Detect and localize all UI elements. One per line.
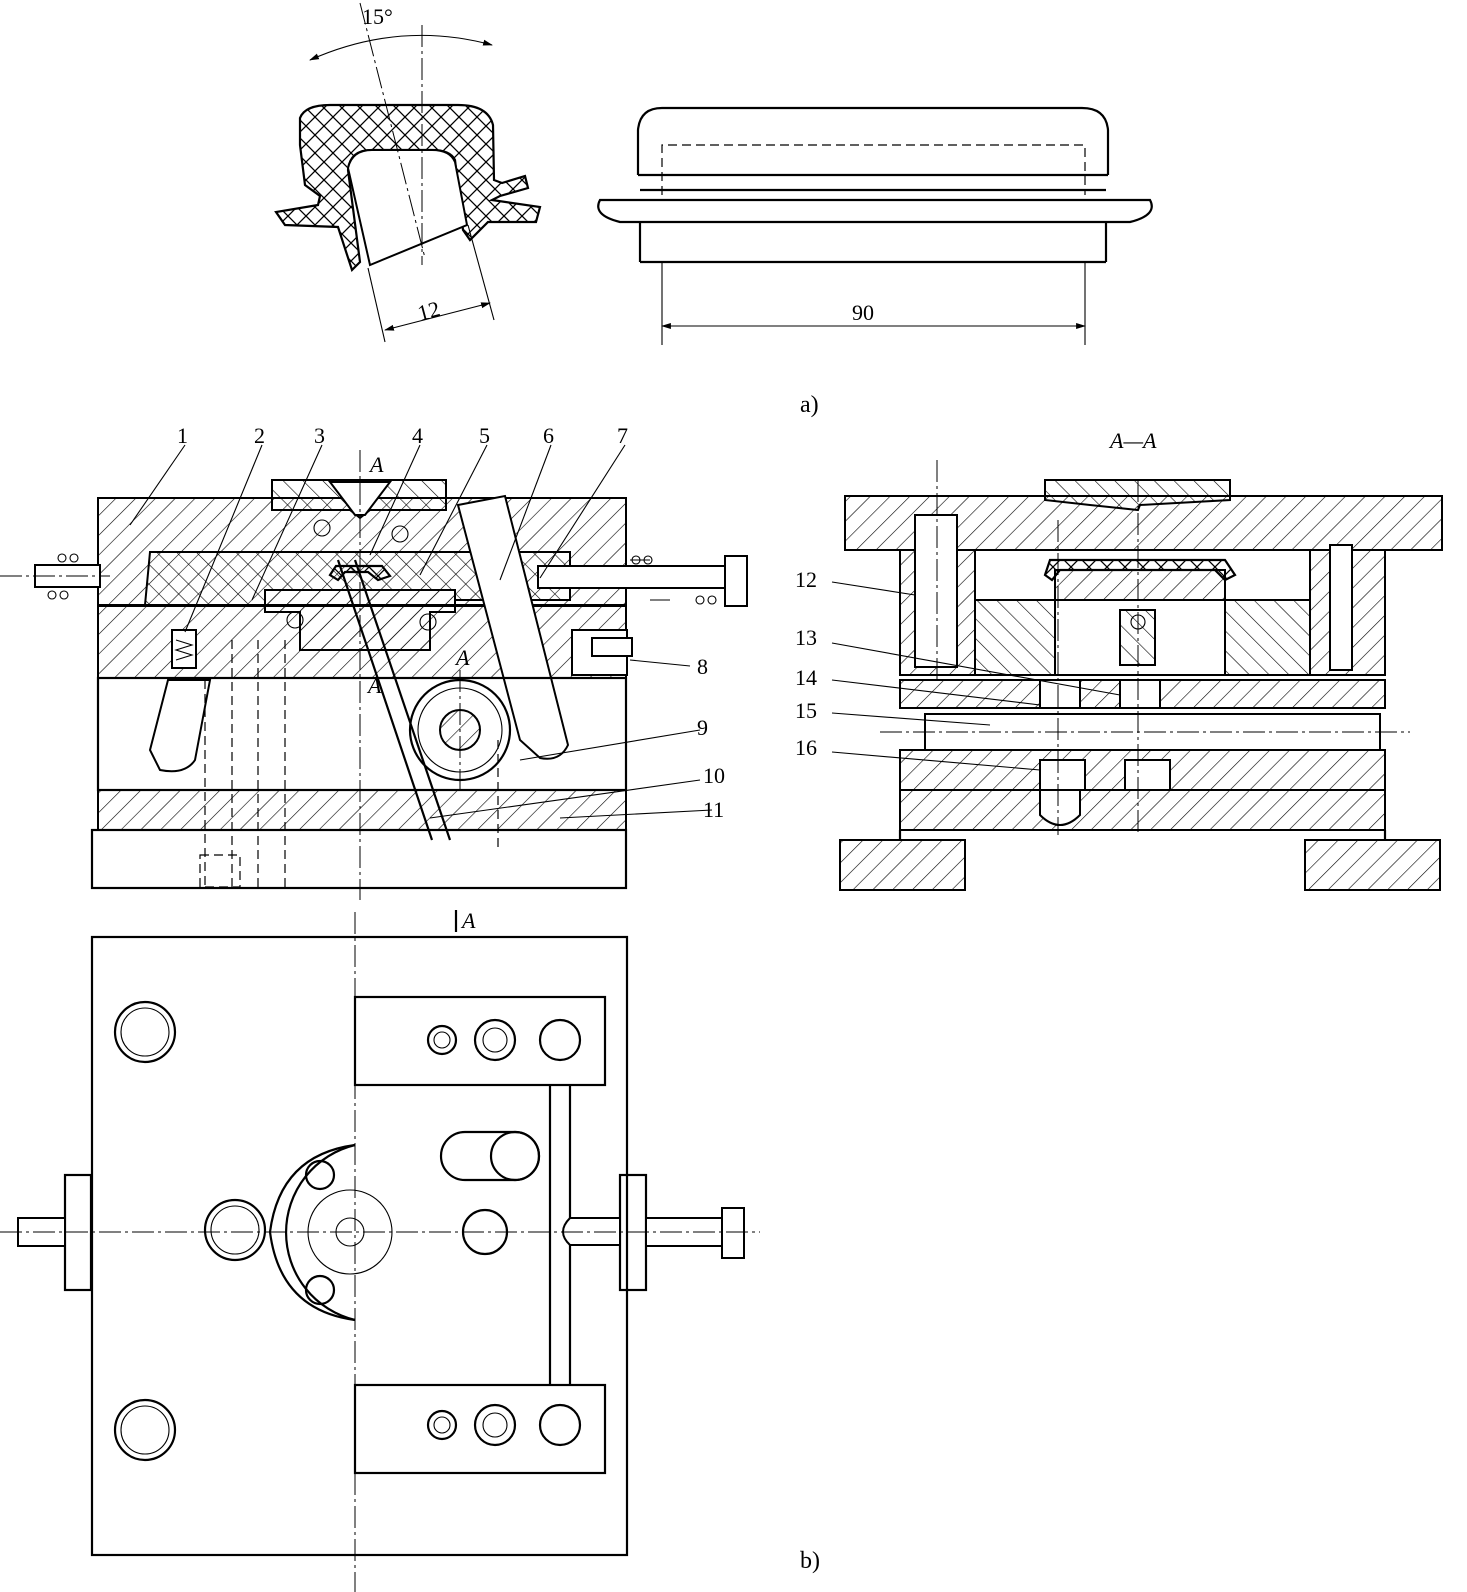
section-mark-plan: A	[460, 908, 476, 933]
part-label-11: 11	[703, 797, 724, 822]
sprue-hole	[203, 1198, 267, 1262]
mold-plan-view	[0, 912, 760, 1592]
section-mark-side2: A	[366, 673, 382, 698]
mold-section-aa	[839, 460, 1443, 891]
part-side-view: 90	[597, 106, 1153, 345]
section-mark-top: A	[368, 452, 384, 477]
part-label-5: 5	[479, 423, 490, 448]
guide-hole-bottom	[113, 1398, 177, 1462]
part-label-16: 16	[795, 735, 817, 760]
part-label-10: 10	[703, 763, 725, 788]
part-label-leaders	[129, 444, 1121, 819]
part-label-14: 14	[795, 665, 817, 690]
section-mark-side: A	[454, 645, 470, 670]
part-label-6: 6	[543, 423, 554, 448]
guide-hole-top	[113, 1000, 177, 1064]
part-label-3: 3	[314, 423, 325, 448]
length-dimension: 90	[852, 300, 874, 325]
angle-label: 15°	[362, 4, 393, 29]
part-label-7: 7	[617, 423, 628, 448]
part-label-12: 12	[795, 567, 817, 592]
part-label-8: 8	[697, 654, 708, 679]
caption-b: b)	[800, 1548, 820, 1574]
caption-a: a)	[800, 392, 819, 418]
part-label-4: 4	[412, 423, 423, 448]
part-label-2: 2	[254, 423, 265, 448]
part-label-13: 13	[795, 625, 817, 650]
section-title: A—A	[1108, 428, 1157, 453]
part-label-1: 1	[177, 423, 188, 448]
mold-front-section	[0, 450, 748, 900]
part-cross-section: 15° 12	[274, 2, 542, 343]
part-label-15: 15	[795, 698, 817, 723]
part-label-9: 9	[697, 715, 708, 740]
